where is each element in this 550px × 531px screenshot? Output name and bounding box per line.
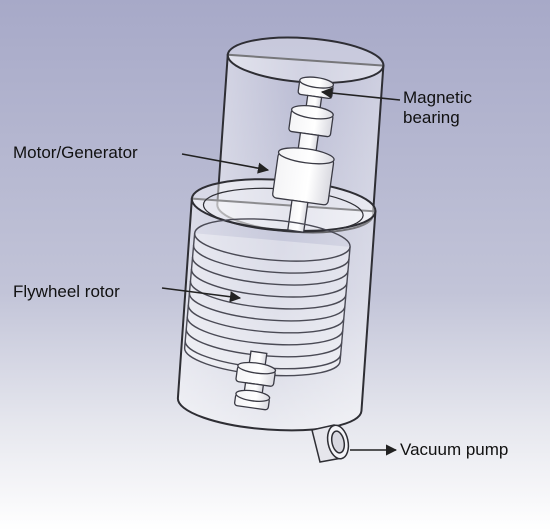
motor-generator-arrow	[181, 153, 270, 174]
flywheel-rotor-arrow	[161, 287, 242, 303]
shaft-assembly	[272, 76, 335, 233]
bottom-bearing	[234, 350, 277, 411]
magnetic-bearing-label-line2: bearing	[403, 108, 460, 128]
motor-generator-label: Motor/Generator	[13, 143, 138, 162]
vacuum-pump-fitting	[311, 424, 350, 463]
flywheel-rotor-label: Flywheel rotor	[13, 282, 120, 301]
magnetic-bearing-label-line1: Magnetic	[403, 88, 472, 107]
magnetic-bearing-arrow	[320, 87, 401, 101]
vacuum-pump-label: Vacuum pump	[400, 440, 509, 459]
lower-shaft	[287, 199, 309, 233]
magnetic-bearing-label: Magnetic bearing	[403, 88, 472, 129]
